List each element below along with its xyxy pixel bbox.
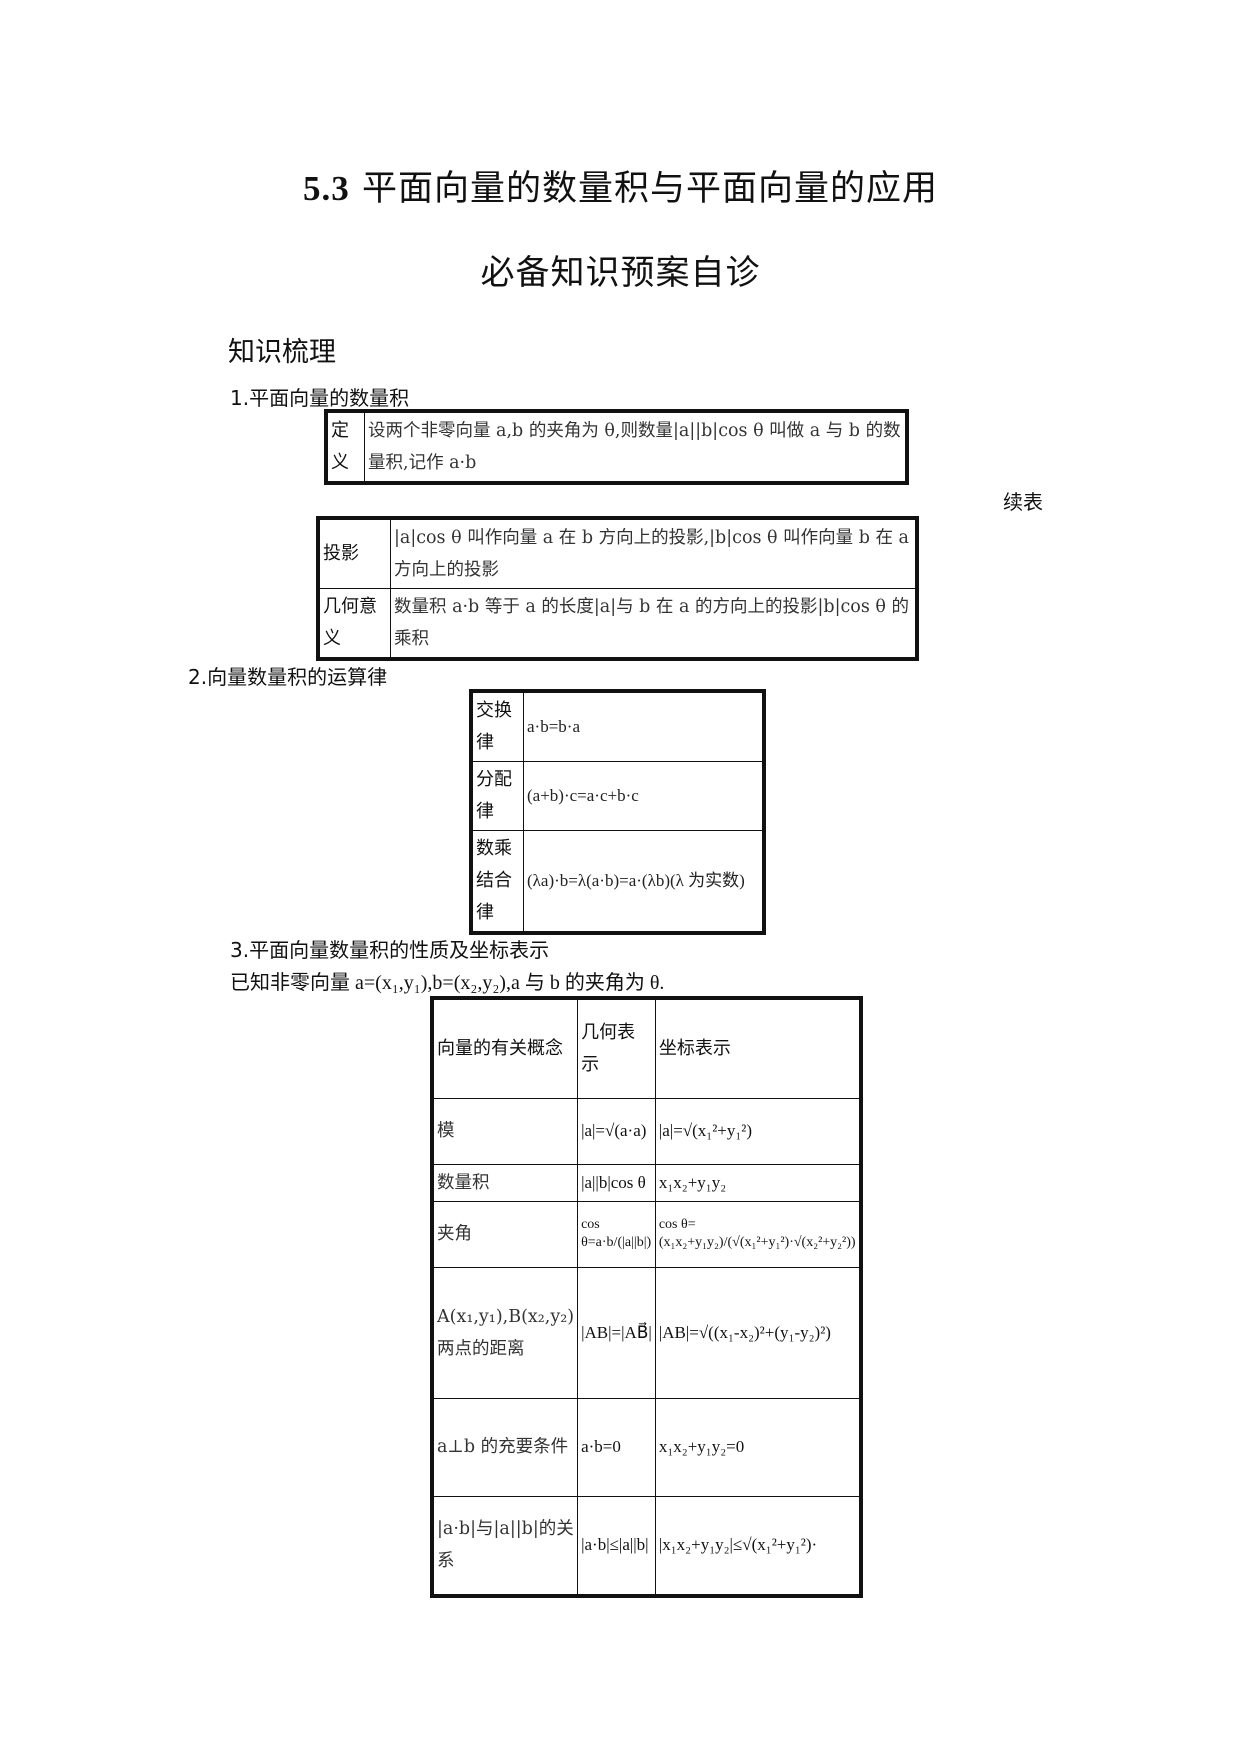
cell-geo: |AB|=|AB⃗| (577, 1266, 656, 1399)
row-label: 几何意义 (317, 588, 391, 660)
row-content: 数量积 a·b 等于 a 的长度|a|与 b 在 a 的方向上的投影|b|cos… (390, 588, 918, 660)
row-content: |a|cos θ 叫作向量 a 在 b 方向上的投影,|b|cos θ 叫作向量… (390, 517, 918, 589)
page-subtitle: 必备知识预案自诊 (480, 253, 761, 293)
header-coord: 坐标表示 (654, 997, 862, 1099)
table-row: 模 |a|=√(a·a) |a|=√(x₁²+y₁²) (431, 1097, 862, 1165)
row-content: 设两个非零向量 a,b 的夹角为 θ,则数量|a||b|cos θ 叫做 a 与… (364, 410, 908, 484)
item2-heading: 2.向量数量积的运算律 (188, 665, 388, 689)
row-content: (λa)·b=λ(a·b)=a·(λb)(λ 为实数) (523, 830, 765, 934)
table-row: 几何意义 数量积 a·b 等于 a 的长度|a|与 b 在 a 的方向上的投影|… (317, 588, 918, 660)
cell-concept: |a·b|与|a||b|的关系 (431, 1495, 579, 1597)
continued-label: 续表 (1003, 490, 1043, 514)
table-row: A(x₁,y₁),B(x₂,y₂)两点的距离 |AB|=|AB⃗| |AB|=√… (431, 1266, 862, 1399)
cell-concept: a⊥b 的充要条件 (431, 1397, 579, 1497)
header-geo: 几何表示 (577, 997, 656, 1099)
row-label: 交换律 (470, 690, 524, 762)
table-row: |a·b|与|a||b|的关系 |a·b|≤|a||b| |x₁x₂+y₁y₂|… (431, 1495, 862, 1597)
row-label: 定义 (325, 410, 365, 484)
row-label: 分配律 (470, 761, 524, 831)
title-number: 5.3 (303, 169, 350, 208)
table-row: 夹角 cos θ=a·b/(|a||b|) cos θ=(x₁x₂+y₁y₂)/… (431, 1200, 862, 1268)
cell-geo: |a·b|≤|a||b| (577, 1495, 656, 1597)
dot-product-definition-table: 定义 设两个非零向量 a,b 的夹角为 θ,则数量|a||b|cos θ 叫做 … (324, 409, 909, 485)
cell-geo: |a||b|cos θ (577, 1163, 656, 1202)
cell-concept: 模 (431, 1097, 579, 1165)
table-header-row: 向量的有关概念 几何表示 坐标表示 (431, 997, 862, 1099)
table-row: 分配律 (a+b)·c=a·c+b·c (470, 761, 765, 831)
projection-table: 投影 |a|cos θ 叫作向量 a 在 b 方向上的投影,|b|cos θ 叫… (316, 516, 919, 661)
header-concept: 向量的有关概念 (431, 997, 579, 1099)
cell-concept: A(x₁,y₁),B(x₂,y₂)两点的距离 (431, 1266, 579, 1399)
cell-geo: |a|=√(a·a) (577, 1097, 656, 1165)
operation-laws-table: 交换律 a·b=b·a 分配律 (a+b)·c=a·c+b·c 数乘结合律 (λ… (469, 689, 766, 935)
table-row: 数量积 |a||b|cos θ x₁x₂+y₁y₂ (431, 1163, 862, 1202)
table-row: 投影 |a|cos θ 叫作向量 a 在 b 方向上的投影,|b|cos θ 叫… (317, 517, 918, 589)
row-content: (a+b)·c=a·c+b·c (523, 761, 765, 831)
table-row: a⊥b 的充要条件 a·b=0 x₁x₂+y₁y₂=0 (431, 1397, 862, 1497)
cell-concept: 数量积 (431, 1163, 579, 1202)
section-heading: 知识梳理 (228, 337, 336, 368)
cell-concept: 夹角 (431, 1200, 579, 1268)
row-content: a·b=b·a (523, 690, 765, 762)
page-title: 5.3 平面向量的数量积与平面向量的应用 (0, 160, 1241, 211)
table-row: 定义 设两个非零向量 a,b 的夹角为 θ,则数量|a||b|cos θ 叫做 … (325, 410, 908, 484)
cell-coord: |a|=√(x₁²+y₁²) (654, 1097, 862, 1165)
intro-text: 已知非零向量 a=(x₁,y₁),b=(x₂,y₂),a 与 b 的夹角为 θ. (230, 972, 665, 994)
table-row: 交换律 a·b=b·a (470, 690, 765, 762)
row-label: 投影 (317, 517, 391, 589)
table-row: 数乘结合律 (λa)·b=λ(a·b)=a·(λb)(λ 为实数) (470, 830, 765, 934)
cell-coord: |x₁x₂+y₁y₂|≤√(x₁²+y₁²)· (654, 1495, 862, 1597)
title-text: 平面向量的数量积与平面向量的应用 (361, 169, 938, 209)
item1-heading: 1.平面向量的数量积 (230, 386, 410, 410)
cell-geo: a·b=0 (577, 1397, 656, 1497)
row-label: 数乘结合律 (470, 830, 524, 934)
coordinate-table: 向量的有关概念 几何表示 坐标表示 模 |a|=√(a·a) |a|=√(x₁²… (430, 996, 863, 1598)
cell-coord: |AB|=√((x₁-x₂)²+(y₁-y₂)²) (654, 1266, 862, 1399)
item3-heading: 3.平面向量数量积的性质及坐标表示 (230, 938, 550, 962)
cell-geo: cos θ=a·b/(|a||b|) (577, 1200, 656, 1268)
cell-coord: cos θ=(x₁x₂+y₁y₂)/(√(x₁²+y₁²)·√(x₂²+y₂²)… (654, 1200, 862, 1268)
cell-coord: x₁x₂+y₁y₂=0 (654, 1397, 862, 1497)
cell-coord: x₁x₂+y₁y₂ (654, 1163, 862, 1202)
